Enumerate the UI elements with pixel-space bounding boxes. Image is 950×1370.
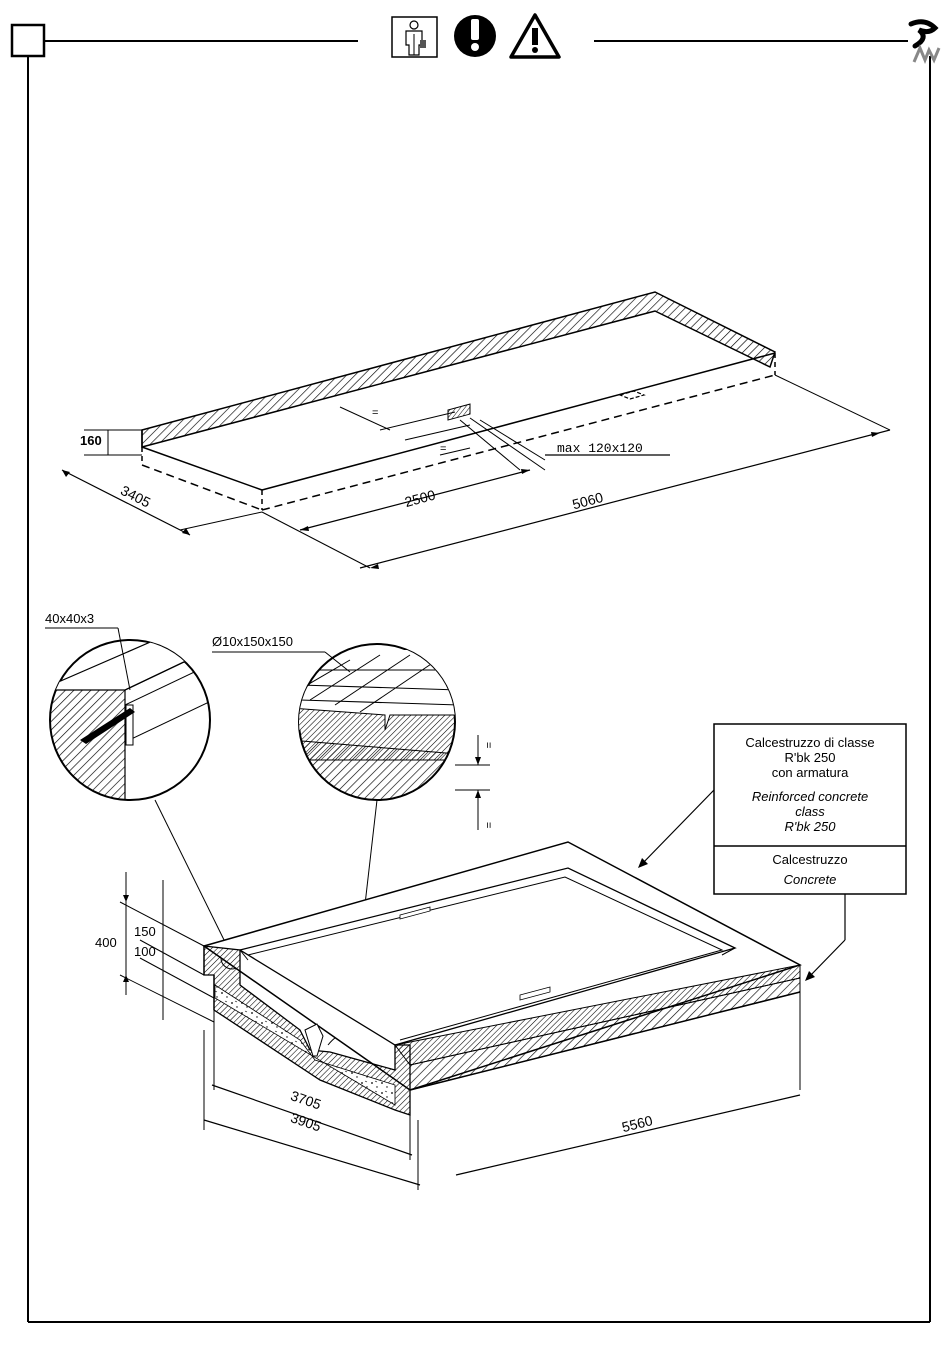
detail-angle-label: 40x40x3	[45, 611, 94, 626]
dim-outer-width: 3905	[289, 1109, 324, 1134]
legend-it-2: R'bk 250	[785, 750, 836, 765]
foundation-pit-isometric: 400 150 100 3705 3905 5560	[95, 842, 800, 1190]
equal-mark-1: =	[372, 407, 378, 419]
detail-angle-circle: 40x40x3	[40, 611, 243, 969]
corner-box	[12, 25, 44, 56]
detail-mesh-label: Ø10x150x150	[212, 634, 293, 649]
dim-upper: 150	[134, 924, 156, 939]
mesh-equal-2: =	[482, 822, 494, 828]
legend-en-3: R'bk 250	[785, 819, 837, 834]
mesh-equal-1: =	[482, 742, 494, 748]
legend-plain-it: Calcestruzzo	[772, 852, 847, 867]
legend-plain-en: Concrete	[784, 872, 837, 887]
technician-icon	[392, 17, 437, 57]
dim-pit: max 120x120	[557, 441, 643, 456]
dim-length-bottom: 5560	[620, 1112, 654, 1135]
dim-length: 5060	[571, 489, 605, 513]
warning-icon	[511, 15, 559, 57]
dim-width: 3405	[118, 482, 153, 510]
legend-en-1: Reinforced concrete	[752, 789, 868, 804]
legend-it-3: con armatura	[772, 765, 849, 780]
equal-mark-2: =	[440, 443, 446, 455]
dim-offset: 2500	[403, 486, 437, 510]
legend-it-1: Calcestruzzo di classe	[745, 735, 874, 750]
dim-height: 160	[80, 433, 102, 448]
dim-lower: 100	[134, 944, 156, 959]
legend-en-2: class	[795, 804, 825, 819]
dim-total-depth: 400	[95, 935, 117, 950]
brand-logo	[911, 22, 939, 62]
foundation-plan-top: 160 3405 2500 5060 max 120x120 = =	[62, 292, 890, 569]
mandatory-icon	[454, 15, 496, 57]
